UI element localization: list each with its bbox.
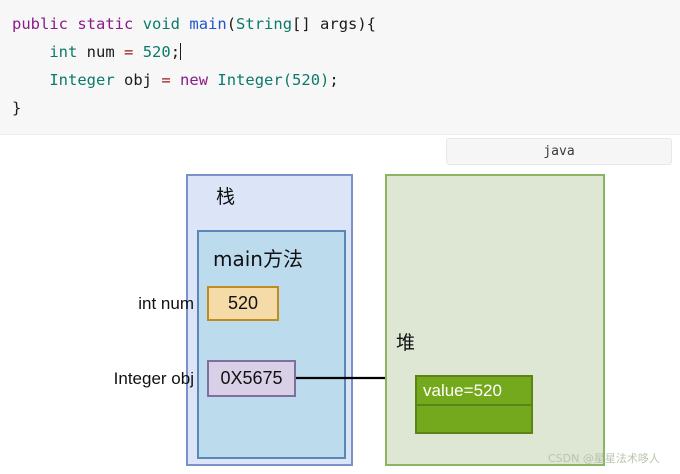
code-token: Integer <box>217 71 283 89</box>
code-token: new <box>180 71 209 89</box>
code-token: static <box>77 15 134 33</box>
code-token: String <box>236 15 293 33</box>
code-token: ( <box>282 71 293 89</box>
heap-object-empty-cell <box>417 406 531 434</box>
code-token: int <box>49 43 78 61</box>
code-token: ( <box>226 15 237 33</box>
integer-obj-reference-box: 0X5675 <box>207 360 296 397</box>
main-method-frame-label: main方法 <box>213 247 303 271</box>
code-token: ; <box>329 71 339 89</box>
code-token: } <box>12 99 22 117</box>
code-snippet-block: public static void main(String[] args){ … <box>0 0 680 135</box>
text-cursor <box>180 43 182 60</box>
code-line: public static void main(String[] args){ <box>12 10 680 38</box>
heap-object-box: value=520 <box>415 375 533 434</box>
heap-object-field-cell: value=520 <box>417 377 531 406</box>
code-token: = <box>124 43 134 61</box>
watermark-text: CSDN @星星法术哆人 <box>548 452 660 465</box>
code-line: int num = 520; <box>12 38 680 66</box>
code-token: ; <box>170 43 181 61</box>
heap-title-label: 堆 <box>396 332 416 354</box>
code-token: public <box>12 15 68 33</box>
code-token: [] args){ <box>292 15 377 33</box>
integer-obj-variable-label: Integer obj <box>113 369 194 388</box>
code-token: void <box>142 15 181 33</box>
code-token: obj <box>124 71 152 89</box>
code-token: main <box>189 15 227 33</box>
stack-title-label: 栈 <box>216 186 236 208</box>
code-language-tag: java <box>446 138 672 165</box>
code-line: } <box>12 94 680 122</box>
int-num-variable-label: int num <box>138 294 194 313</box>
main-method-frame <box>197 230 346 459</box>
code-token: ) <box>320 71 330 89</box>
code-token: Integer <box>49 71 115 89</box>
code-token: num <box>86 43 115 61</box>
int-num-value-box: 520 <box>207 286 279 321</box>
code-token: = <box>161 71 171 89</box>
code-language-label: java <box>543 144 575 159</box>
code-token: 520 <box>292 71 321 89</box>
code-line: Integer obj = new Integer(520); <box>12 66 680 94</box>
code-token: 520 <box>142 43 171 61</box>
